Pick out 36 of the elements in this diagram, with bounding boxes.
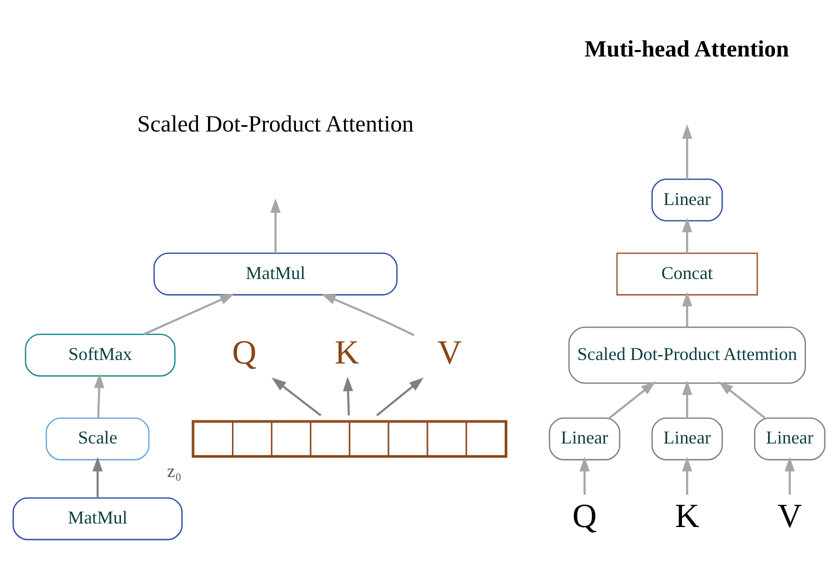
node-box: Linear	[651, 417, 723, 460]
arrow	[784, 456, 795, 494]
arrow	[270, 198, 281, 253]
node-text: Q	[232, 334, 257, 371]
node-box: MatMul	[153, 252, 398, 295]
node-box: Scale	[46, 417, 150, 460]
arrow	[272, 377, 322, 416]
arrow	[682, 124, 692, 179]
arrow	[682, 217, 692, 253]
node-box: Concat	[616, 252, 758, 295]
arrow	[321, 293, 414, 336]
node-text: Q	[572, 497, 597, 534]
node-box: MatMul	[12, 496, 183, 540]
node-text: K	[334, 334, 360, 371]
arrow	[682, 291, 692, 326]
arrow	[579, 456, 590, 494]
node-text: V	[778, 497, 802, 534]
node-text: K	[674, 497, 700, 534]
node-box: SoftMax	[24, 333, 176, 376]
node-text: V	[437, 334, 462, 371]
arrow	[94, 372, 104, 418]
arrow	[144, 293, 235, 335]
arrow	[608, 380, 656, 418]
arrow	[682, 456, 692, 494]
node-box: Linear	[548, 417, 620, 460]
node-box: Scaled Dot-Product Attemtion	[568, 326, 806, 384]
arrow	[718, 380, 766, 418]
label: Muti-head Attention	[584, 36, 789, 62]
arrow	[342, 376, 354, 415]
label: Scaled Dot-Product Attention	[137, 111, 414, 138]
arrow	[682, 380, 692, 418]
arrow	[376, 376, 424, 416]
node-box: Linear	[754, 417, 826, 460]
node-label: z₀	[167, 460, 182, 480]
node-box: Linear	[651, 178, 723, 221]
arrow	[92, 456, 103, 498]
